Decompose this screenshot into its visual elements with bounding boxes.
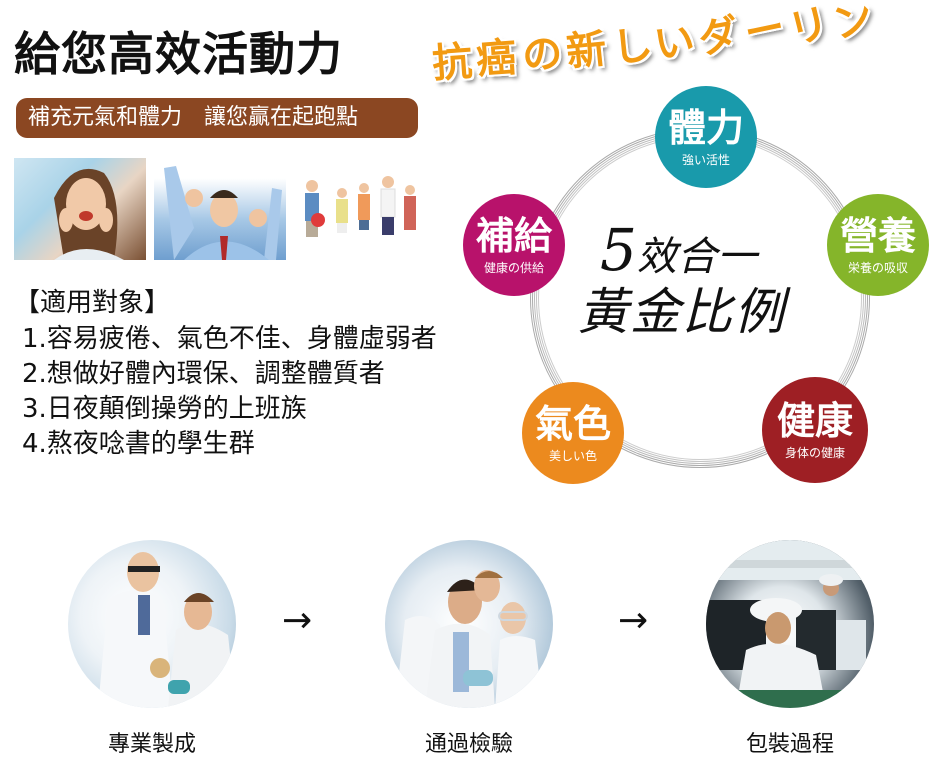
- step-photo-manufacturing: [68, 540, 236, 708]
- bubble-caption: 健康の供給: [483, 260, 544, 275]
- list-item: 1.容易疲倦、氣色不佳、身體虛弱者: [22, 324, 437, 354]
- slogan-char: ー: [740, 4, 790, 58]
- step-photo-inspection: [385, 540, 553, 708]
- main-title: 給您高效活動力: [14, 27, 343, 81]
- slogan-char: し: [609, 21, 656, 73]
- five-number: 5: [600, 216, 637, 284]
- slogan-char: ダ: [695, 10, 743, 64]
- slogan-char: の: [520, 30, 565, 80]
- slogan-char: い: [651, 17, 698, 69]
- step-label-inspection: 通過檢驗: [424, 732, 513, 757]
- target-audience-heading: 【適用對象】: [14, 288, 171, 318]
- bubble-title: 營養: [839, 213, 916, 258]
- bubble-nutrition: 營養 栄養の吸収: [827, 194, 929, 296]
- bubble-supply: 補給 健康の供給: [463, 194, 565, 296]
- slogan-char: リ: [783, 0, 834, 55]
- slogan-char: 癌: [474, 34, 518, 84]
- bubble-title: 氣色: [534, 401, 611, 446]
- slogan-char: 抗: [430, 38, 474, 88]
- bubble-title: 補給: [475, 213, 552, 258]
- photo-cheering-workers: [154, 158, 286, 260]
- bubble-title: 體力: [667, 105, 744, 150]
- bubble-complexion: 氣色 美しい色: [522, 382, 624, 484]
- step-label-manufacturing: 專業製成: [107, 732, 196, 757]
- bubble-caption: 栄養の吸収: [847, 260, 908, 275]
- list-item: 4.熬夜唸書的學生群: [22, 429, 255, 459]
- photo-running-group: [292, 158, 428, 260]
- target-audience-list: 1.容易疲倦、氣色不佳、身體虛弱者 2.想做好體內環保、調整體質者 3.日夜顛倒…: [22, 322, 437, 462]
- slogan-char: 新: [564, 26, 609, 76]
- step-label-packaging: 包裝過程: [745, 732, 834, 757]
- golden-ratio-text: 黃金比例: [578, 283, 786, 341]
- bubble-title: 健康: [776, 398, 853, 443]
- subtitle-banner: 補充元氣和體力 讓您贏在起跑點: [16, 98, 418, 138]
- arrow-icon: →: [618, 600, 649, 641]
- bubble-caption: 強い活性: [681, 152, 730, 167]
- photo-smiling-woman: [14, 158, 146, 260]
- bubble-health: 健康 身体の健康: [762, 377, 868, 483]
- list-item: 2.想做好體內環保、調整體質者: [22, 359, 385, 389]
- bubble-stamina: 體力 強い活性: [655, 86, 757, 188]
- five-in-one-text: 效合一: [636, 234, 757, 280]
- japanese-slogan: 抗 癌 の 新 し い ダ ー リ ン: [431, 0, 950, 87]
- list-item: 3.日夜顛倒操勞的上班族: [22, 394, 307, 424]
- bubble-caption: 美しい色: [548, 448, 597, 463]
- arrow-icon: →: [282, 600, 313, 641]
- step-photo-packaging: [706, 540, 874, 708]
- bubble-caption: 身体の健康: [784, 445, 845, 460]
- five-in-one-label: 5效合一 黃金比例: [578, 221, 818, 341]
